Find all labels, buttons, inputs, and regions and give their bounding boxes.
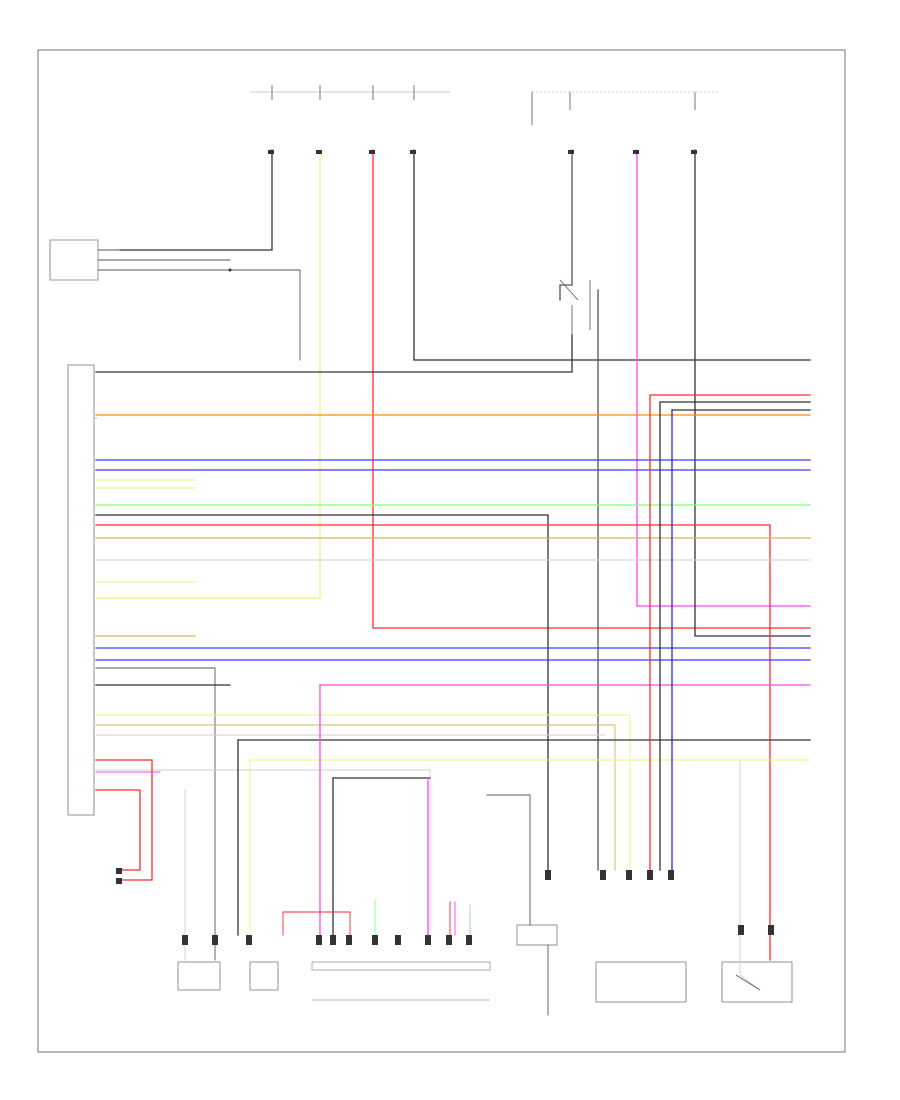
horizontal-bus xyxy=(95,414,811,961)
brake-switch-box xyxy=(721,961,793,1003)
right-side-drops xyxy=(95,394,811,871)
transmission-sensor-box xyxy=(177,961,221,991)
ignition-relay xyxy=(95,279,599,871)
speed-sensor-box xyxy=(516,924,558,946)
power-feeds xyxy=(95,149,811,637)
bottom-components xyxy=(177,759,793,1016)
connector-pins xyxy=(116,150,774,945)
fuse-block xyxy=(250,85,720,125)
bottom-drops xyxy=(184,684,471,961)
steering-sensor-assembly xyxy=(49,239,301,361)
diagram-frame xyxy=(37,49,846,1053)
ecu-connector-block xyxy=(67,364,95,816)
shift-solenoid-box xyxy=(595,961,687,1003)
ecu-red-loop xyxy=(95,759,161,881)
ecu-control-box xyxy=(311,961,491,971)
park-neutral-box xyxy=(249,961,279,991)
